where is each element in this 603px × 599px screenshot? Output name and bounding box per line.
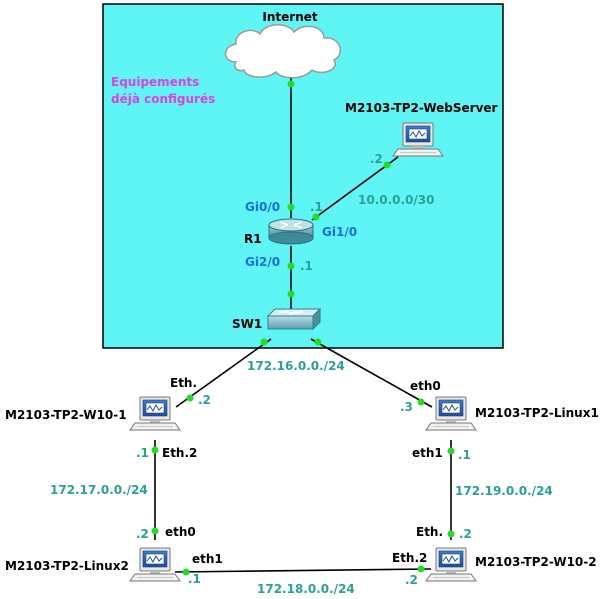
switch-sw1-label: SW1	[232, 317, 262, 331]
host-r1-gi20: .1	[300, 259, 313, 273]
zone-note-line2: déjà configurés	[111, 92, 215, 106]
w10-2-label: M2103-TP2-W10-2	[475, 555, 597, 569]
zone-title: Internet	[262, 10, 317, 24]
endpoint-dot	[383, 161, 391, 169]
iface-w10-1-bottom: Eth.2	[162, 446, 197, 460]
linux2-label: M2103-TP2-Linux2	[5, 559, 129, 573]
host-r1-gi10: .1	[310, 200, 323, 214]
iface-linux1-bottom: eth1	[412, 446, 443, 460]
workstation-icon	[129, 396, 181, 431]
webserver-device[interactable]: M2103-TP2-WebServer	[345, 101, 498, 157]
linux2-device[interactable]: M2103-TP2-Linux2	[5, 547, 181, 582]
switch-sw1[interactable]: SW1	[232, 307, 322, 331]
iface-r1-gi00: Gi0/0	[245, 200, 280, 214]
endpoint-dot	[287, 262, 295, 270]
cloud-icon	[224, 24, 342, 79]
iface-linux2-right: eth1	[192, 552, 223, 566]
w10-1-device[interactable]: M2103-TP2-W10-1	[5, 396, 181, 431]
workstation-icon	[129, 547, 181, 582]
endpoint-dot	[287, 80, 295, 88]
internet-cloud[interactable]	[224, 24, 342, 79]
host-w10-1-top: .2	[198, 393, 211, 407]
endpoint-dot	[260, 338, 268, 346]
w10-1-label: M2103-TP2-W10-1	[5, 408, 127, 422]
net-18: 172.18.0.0./24	[257, 582, 355, 596]
workstation-icon	[425, 547, 477, 582]
iface-linux1-top: eth0	[410, 379, 441, 393]
host-w10-1-bottom: .1	[136, 446, 149, 460]
linux1-device[interactable]: M2103-TP2-Linux1	[425, 396, 599, 431]
endpoint-dot	[287, 203, 295, 211]
iface-linux2-top: eth0	[165, 525, 196, 539]
iface-w10-2-top: Eth.	[416, 525, 443, 539]
endpoint-dot	[312, 213, 320, 221]
host-webserver: .2	[370, 152, 383, 166]
endpoint-dot	[186, 394, 194, 402]
host-linux2-top: .2	[136, 527, 149, 541]
endpoint-dot	[447, 530, 455, 538]
link-endpoints	[151, 80, 455, 576]
endpoint-dot	[182, 568, 190, 576]
host-linux1-bottom: .1	[458, 448, 471, 462]
link-linux2-w10-2	[174, 568, 432, 573]
endpoint-dot	[287, 290, 295, 298]
iface-r1-gi20: Gi2/0	[245, 255, 280, 269]
host-linux1-top: .3	[400, 400, 413, 414]
iface-r1-gi10: Gi1/0	[322, 225, 357, 239]
endpoint-dot	[447, 447, 455, 455]
net-web: 10.0.0.0/30	[358, 193, 435, 207]
router-r1-label: R1	[244, 232, 262, 246]
router-icon	[268, 218, 314, 245]
webserver-label: M2103-TP2-WebServer	[345, 101, 498, 115]
link-webserver-r1	[311, 156, 399, 221]
iface-w10-1-top: Eth.	[170, 376, 197, 390]
switch-icon	[266, 307, 322, 331]
net-lan: 172.16.0.0./24	[247, 359, 345, 373]
net-17: 172.17.0.0./24	[50, 483, 148, 497]
endpoint-dot	[314, 338, 322, 346]
w10-2-device[interactable]: M2103-TP2-W10-2	[425, 547, 597, 582]
router-r1[interactable]: R1	[244, 218, 314, 246]
zone-note-line1: Equipements	[111, 75, 199, 89]
workstation-icon	[425, 396, 477, 431]
linux1-label: M2103-TP2-Linux1	[475, 406, 599, 420]
endpoint-dot	[417, 565, 425, 573]
net-19: 172.19.0.0./24	[455, 484, 553, 498]
iface-w10-2-left: Eth.2	[392, 551, 427, 565]
host-linux2-right: .1	[188, 572, 201, 586]
host-w10-2-top: .2	[459, 527, 472, 541]
host-w10-2-left: .2	[405, 573, 418, 587]
endpoint-dot	[417, 398, 425, 406]
link-sw1-linux1	[310, 338, 433, 408]
endpoint-dot	[151, 527, 159, 535]
endpoint-dot	[151, 446, 159, 454]
